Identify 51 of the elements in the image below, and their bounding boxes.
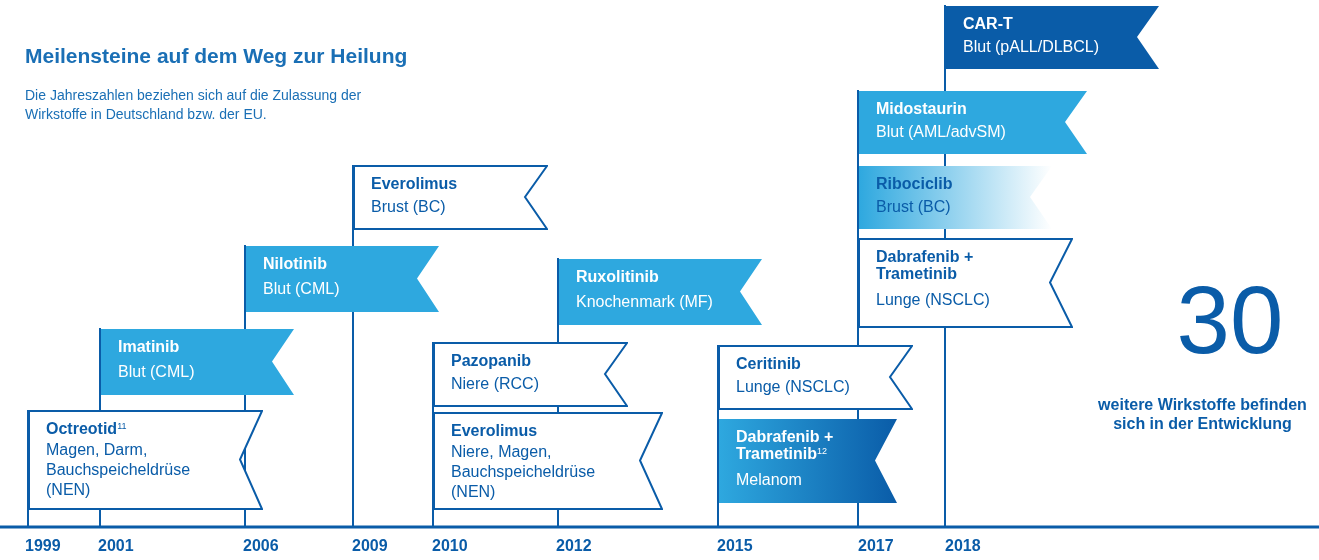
year-label: 2012 <box>556 537 592 555</box>
flag-banner <box>945 5 1160 70</box>
drug-name: Dabrafenib + Trametinib$^{12}$ <box>736 428 835 462</box>
indication-text: Blut (CML) <box>263 279 341 299</box>
indication-text: Blut (AML/advSM) <box>876 122 1007 142</box>
drug-name: Nilotinib <box>263 255 328 272</box>
flag-banner <box>718 418 898 504</box>
indication-text: Brust (BC) <box>371 197 447 217</box>
drug-name: Octreotid$^{11}$ <box>46 420 128 437</box>
year-label: 2010 <box>432 537 468 555</box>
indication-text: Lunge (NSCLC) <box>876 290 991 310</box>
flag-banner <box>28 410 263 510</box>
year-label: 2001 <box>98 537 134 555</box>
flag-banner <box>858 238 1073 328</box>
flag-banner <box>433 342 628 407</box>
drug-name: CAR-T <box>963 15 1014 32</box>
indication-text: Brust (BC) <box>876 197 952 217</box>
year-label: 2017 <box>858 537 894 555</box>
year-label: 2015 <box>717 537 753 555</box>
year-label: 2009 <box>352 537 388 555</box>
subtitle-note: Die Jahreszahlen beziehen sich auf die Zulassung der Wirkstoffe in Deutschland bzw. der EU. <box>25 86 363 124</box>
drug-name: Ceritinib <box>736 355 802 372</box>
indication-text: Melanom <box>736 470 803 490</box>
big-number: 30 <box>1175 270 1285 370</box>
flag-banner <box>433 412 663 510</box>
drug-name: Everolimus <box>451 422 539 439</box>
indication-text: Knochenmark (MF) <box>576 292 714 312</box>
drug-name: Ruxolitinib <box>576 268 660 285</box>
flag-banner <box>858 90 1088 155</box>
flag-banner <box>353 165 548 230</box>
indication-text: Niere, Magen, Bauchspeicheldrüse (NEN) <box>451 442 597 502</box>
indication-text: Niere (RCC) <box>451 374 540 394</box>
drug-name: Dabrafenib + Trametinib <box>876 248 975 282</box>
flag-banner <box>718 345 913 410</box>
year-label: 2018 <box>945 537 981 555</box>
year-label: 2006 <box>243 537 279 555</box>
flag-banner <box>245 245 440 313</box>
indication-text: Lunge (NSCLC) <box>736 377 851 397</box>
outlook-text: weitere Wirkstoffe befinden sich in der Entwicklung <box>1097 395 1308 433</box>
drug-name: Everolimus <box>371 175 459 192</box>
indication-text: Magen, Darm, Bauchspeicheldrüse (NEN) <box>46 440 192 500</box>
drug-name: Pazopanib <box>451 352 532 369</box>
drug-name: Ribociclib <box>876 175 954 192</box>
drug-name: Imatinib <box>118 338 181 355</box>
flag-banner <box>558 258 763 326</box>
drug-name: Midostaurin <box>876 100 968 117</box>
year-label: 1999 <box>25 537 61 555</box>
flag-banner <box>100 328 295 396</box>
indication-text: Blut (CML) <box>118 362 196 382</box>
indication-text: Blut (pALL/DLBCL) <box>963 37 1101 57</box>
title: Meilensteine auf dem Weg zur Heilung <box>25 44 408 68</box>
